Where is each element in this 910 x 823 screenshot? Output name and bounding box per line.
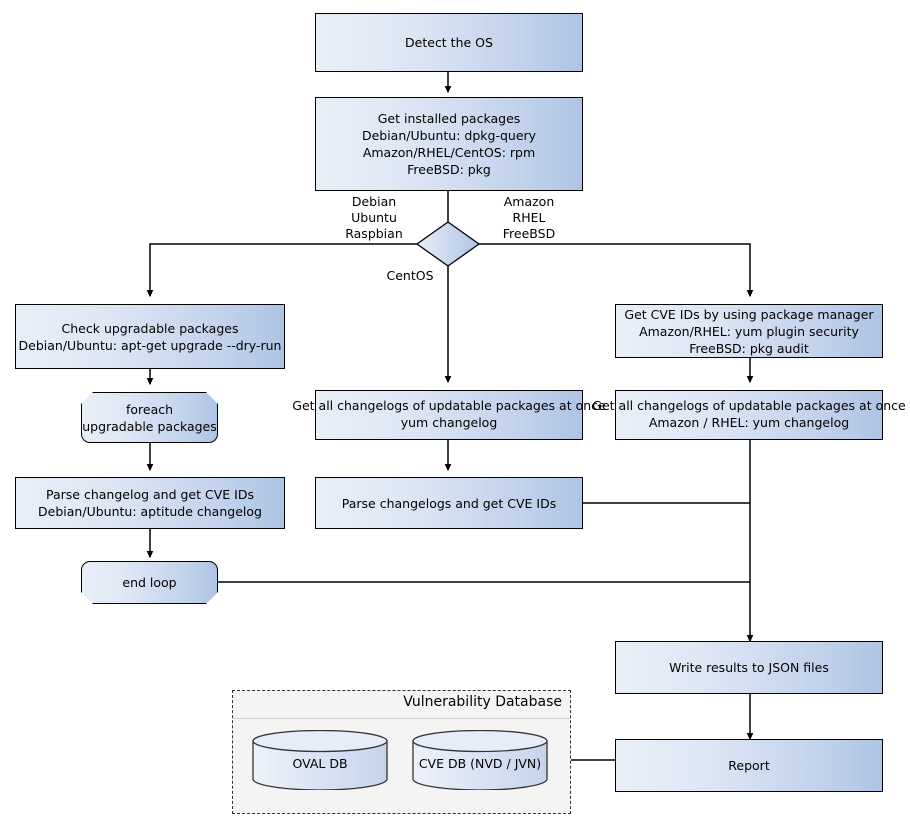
- edge-label-bottom-branch: CentOS: [378, 268, 442, 284]
- node-label-line-2: Debian/Ubuntu: dpkg-query: [361, 128, 537, 143]
- node-write-results-json[interactable]: Write results to JSON files: [615, 641, 883, 694]
- node-label: end loop: [122, 575, 177, 590]
- node-label: Detect the OS: [405, 35, 493, 50]
- node-label-line-1: Parse changelog and get CVE IDs: [46, 487, 254, 502]
- node-parse-changelog-debian[interactable]: Parse changelog and get CVE IDs Debian/U…: [15, 477, 285, 529]
- edge-label-left-branch: Debian Ubuntu Raspbian: [334, 194, 414, 242]
- node-get-all-changelogs-centos[interactable]: Get all changelogs of updatable packages…: [292, 390, 606, 440]
- node-label-line-2: Amazon / RHEL: yum changelog: [648, 415, 850, 430]
- node-label: Report: [728, 758, 770, 773]
- node-report[interactable]: Report: [615, 739, 883, 792]
- node-end-loop[interactable]: end loop: [81, 561, 218, 604]
- edge-label-line-2: Ubuntu: [351, 210, 397, 225]
- node-get-cve-ids-package-manager[interactable]: Get CVE IDs by using package manager Ama…: [615, 304, 883, 358]
- database-oval-db[interactable]: OVAL DB: [252, 730, 388, 790]
- cylinder-shape: [412, 730, 548, 790]
- node-label-line-4: FreeBSD: pkg: [407, 162, 491, 177]
- edge-label-line-3: FreeBSD: [502, 226, 556, 241]
- edge-label-line-1: Amazon: [503, 194, 555, 209]
- edge-label-line-2: RHEL: [512, 210, 546, 225]
- node-detect-the-os[interactable]: Detect the OS: [315, 13, 583, 72]
- node-label-line-1: Get CVE IDs by using package manager: [624, 306, 874, 322]
- database-label: OVAL DB: [292, 755, 348, 771]
- node-label-line-1: Check upgradable packages: [61, 320, 239, 336]
- group-title: Vulnerability Database: [403, 694, 562, 710]
- node-label-line-2: Debian/Ubuntu: aptitude changelog: [38, 504, 262, 519]
- cylinder-shape: [252, 730, 388, 790]
- node-label-line-2: yum changelog: [400, 415, 498, 430]
- edge-label-line-3: Raspbian: [345, 226, 403, 241]
- edge-decision-right: [479, 243, 754, 298]
- node-get-all-changelogs-amazon[interactable]: Get all changelogs of updatable packages…: [592, 390, 906, 440]
- edge-label-right-branch: Amazon RHEL FreeBSD: [487, 194, 571, 242]
- node-label-line-1: Get all changelogs of updatable packages…: [592, 398, 906, 413]
- node-label-line-2: Amazon/RHEL: yum plugin security: [639, 323, 859, 339]
- edge-label-line-1: Debian: [351, 194, 397, 209]
- node-get-installed-packages[interactable]: Get installed packages Debian/Ubuntu: dp…: [315, 97, 583, 191]
- group-divider: [233, 718, 570, 719]
- database-label: CVE DB (NVD / JVN): [418, 755, 542, 771]
- node-label-line-1: Get installed packages: [377, 111, 521, 126]
- node-label-line-1: foreach: [125, 401, 174, 417]
- node-label: Parse changelogs and get CVE IDs: [341, 495, 557, 511]
- edge-label-line-1: CentOS: [386, 268, 434, 283]
- database-cve-db[interactable]: CVE DB (NVD / JVN): [412, 730, 548, 790]
- node-check-upgradable-packages[interactable]: Check upgradable packages Debian/Ubuntu:…: [15, 304, 285, 369]
- node-label-line-3: FreeBSD: pkg audit: [689, 340, 809, 356]
- node-label-line-3: Amazon/RHEL/CentOS: rpm: [362, 145, 536, 160]
- node-label-line-2: Debian/Ubuntu: apt-get upgrade --dry-run: [18, 337, 282, 353]
- node-label: Write results to JSON files: [669, 660, 829, 675]
- edge-decision-left: [146, 243, 417, 298]
- node-label-line-1: Get all changelogs of updatable packages…: [292, 398, 606, 413]
- node-foreach-upgradable-packages[interactable]: foreach upgradable packages: [81, 392, 218, 443]
- os-decision-diamond: [415, 221, 481, 267]
- node-parse-changelogs-centos[interactable]: Parse changelogs and get CVE IDs: [315, 477, 583, 529]
- node-label-line-2: upgradable packages: [82, 418, 217, 434]
